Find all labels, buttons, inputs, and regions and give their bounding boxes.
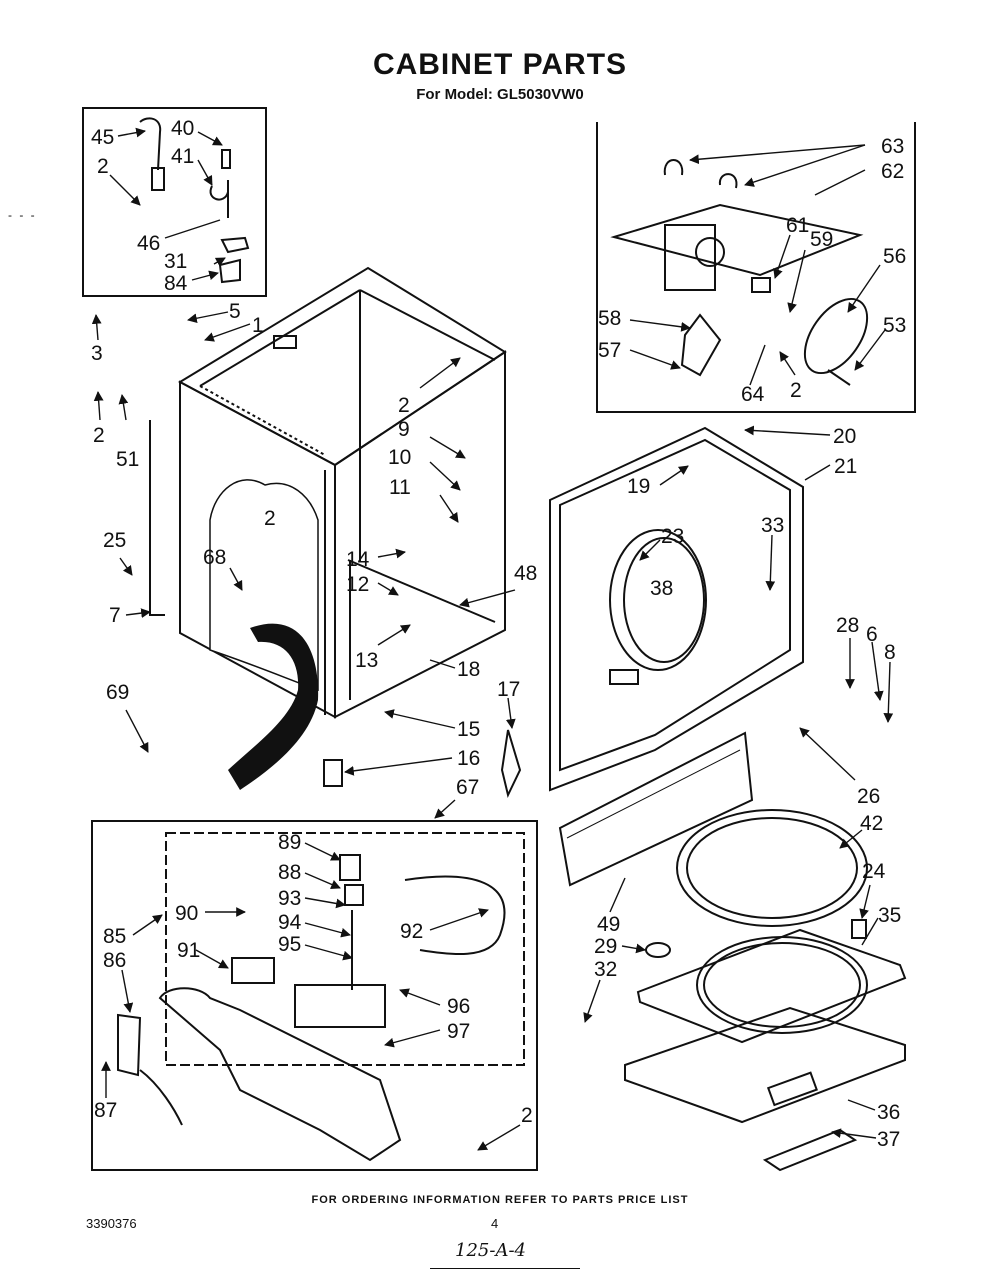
callout-24: 24 — [862, 860, 886, 883]
callout-7: 7 — [109, 604, 121, 627]
callout-35: 35 — [878, 904, 901, 927]
callout-2: 2 — [93, 424, 105, 447]
igniter-parts — [139, 117, 250, 284]
callout-61: 61 — [786, 214, 809, 237]
callout-57: 57 — [598, 339, 621, 362]
callout-37: 37 — [877, 1128, 900, 1151]
callout-68: 68 — [203, 546, 226, 569]
callout-94: 94 — [278, 911, 302, 934]
callout-40: 40 — [171, 117, 194, 140]
callout-2: 2 — [398, 394, 410, 417]
callout-85: 85 — [103, 925, 126, 948]
callout-12: 12 — [346, 573, 369, 596]
leader-lines — [91, 127, 894, 1151]
callout-86: 86 — [103, 949, 126, 972]
callout-25: 25 — [103, 529, 126, 552]
callout-33: 33 — [761, 514, 784, 537]
callout-18: 18 — [457, 658, 480, 681]
callout-84: 84 — [164, 272, 188, 295]
burner-assembly — [117, 854, 506, 1162]
inset-box-upper-left — [82, 107, 267, 297]
callout-8: 8 — [884, 641, 896, 664]
top-assembly — [624, 809, 907, 1172]
page-title: CABINET PARTS — [372, 48, 628, 81]
callout-59: 59 — [810, 228, 833, 251]
callout-63: 63 — [881, 135, 904, 158]
exhaust-duct — [228, 623, 319, 790]
callout-48: 48 — [514, 562, 537, 585]
callout-3: 3 — [91, 342, 103, 365]
callout-5: 5 — [229, 300, 241, 323]
callout-2: 2 — [264, 507, 276, 530]
inset-box-burner — [165, 832, 525, 1066]
callout-11: 11 — [389, 476, 411, 499]
callout-9: 9 — [398, 418, 410, 441]
callout-53: 53 — [883, 314, 906, 337]
callout-labels: 45 40 2 41 46 31 84 5 1 3 2 51 25 7 68 2… — [91, 117, 906, 1151]
callout-69: 69 — [106, 681, 129, 704]
callout-21: 21 — [834, 455, 857, 478]
callout-2: 2 — [790, 379, 802, 402]
callout-28: 28 — [836, 614, 859, 637]
part-29-plug — [645, 942, 671, 958]
callout-10: 10 — [388, 446, 411, 469]
callout-42: 42 — [860, 812, 883, 835]
part-24-clip — [851, 919, 867, 939]
callout-2: 2 — [97, 155, 109, 178]
callout-17: 17 — [497, 678, 520, 701]
toe-panel — [558, 731, 754, 887]
callout-2: 2 — [521, 1104, 533, 1127]
callout-97: 97 — [447, 1020, 470, 1043]
gas-valve-assembly — [610, 159, 869, 386]
callout-56: 56 — [883, 245, 906, 268]
callout-92: 92 — [400, 920, 423, 943]
callout-23: 23 — [661, 525, 684, 548]
callout-26: 26 — [857, 785, 880, 808]
callout-45: 45 — [91, 126, 114, 149]
callout-88: 88 — [278, 861, 301, 884]
callout-62: 62 — [881, 160, 904, 183]
part-7-tube — [149, 420, 165, 616]
callout-41: 41 — [171, 145, 194, 168]
callout-31: 31 — [164, 250, 187, 273]
callout-16: 16 — [457, 747, 480, 770]
handwritten-note: 125-A-4 — [455, 1240, 526, 1261]
inset-box-lower-left — [91, 820, 538, 1171]
callout-38: 38 — [650, 577, 673, 600]
callout-36: 36 — [877, 1101, 900, 1124]
callout-64: 64 — [741, 383, 765, 406]
callout-96: 96 — [447, 995, 470, 1018]
callout-6: 6 — [866, 623, 878, 646]
model-subtitle: For Model: GL5030VW0 — [416, 86, 584, 103]
handwritten-underline — [430, 1268, 580, 1269]
callout-89: 89 — [278, 831, 301, 854]
callout-13: 13 — [355, 649, 378, 672]
callout-90: 90 — [175, 902, 198, 925]
edge-mark: - - - — [8, 208, 37, 222]
front-panel — [549, 426, 804, 792]
inset-box-upper-right — [596, 122, 916, 413]
part-16-foot — [323, 759, 343, 787]
ordering-note: FOR ORDERING INFORMATION REFER TO PARTS … — [311, 1194, 689, 1206]
callout-19: 19 — [627, 475, 650, 498]
callout-67: 67 — [456, 776, 479, 799]
callout-58: 58 — [598, 307, 621, 330]
callout-15: 15 — [457, 718, 480, 741]
callout-29: 29 — [594, 935, 617, 958]
callout-32: 32 — [594, 958, 617, 981]
callout-1: 1 — [252, 314, 264, 337]
callout-91: 91 — [177, 939, 200, 962]
callout-20: 20 — [833, 425, 856, 448]
part-17-spring — [500, 729, 522, 798]
page-number: 4 — [491, 1216, 499, 1231]
callout-87: 87 — [94, 1099, 117, 1122]
document-number: 3390376 — [86, 1216, 137, 1231]
callout-51: 51 — [116, 448, 139, 471]
callout-14: 14 — [346, 548, 370, 571]
callout-49: 49 — [597, 913, 620, 936]
callout-95: 95 — [278, 933, 301, 956]
callout-46: 46 — [137, 232, 160, 255]
callout-93: 93 — [278, 887, 301, 910]
